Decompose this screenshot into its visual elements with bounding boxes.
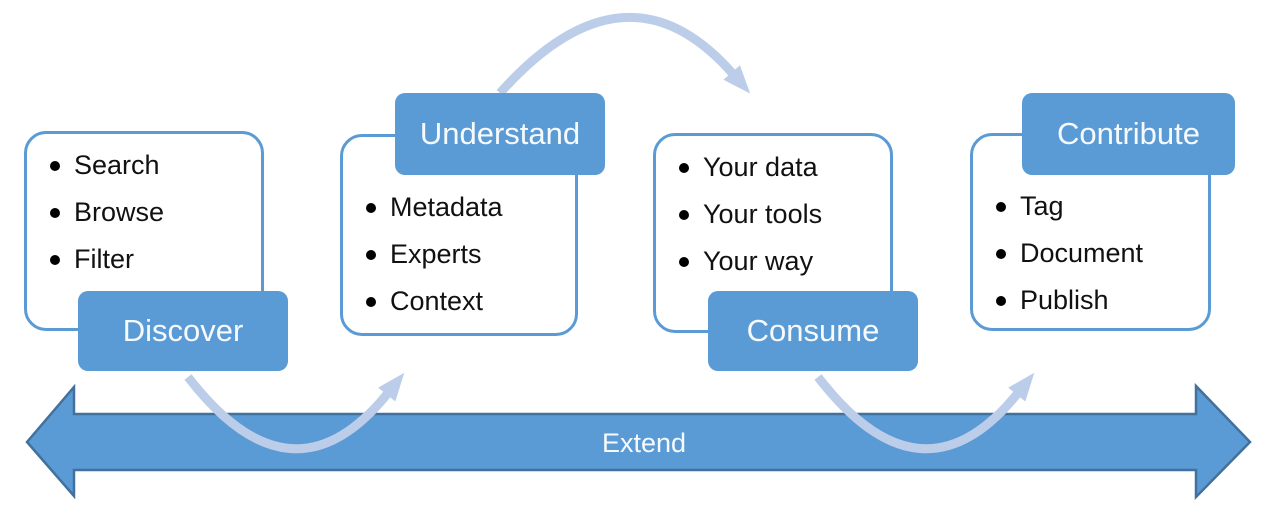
bullet-label: Experts: [390, 239, 482, 269]
bullet-item: Document: [996, 230, 1208, 277]
bullet-dot: [679, 162, 689, 173]
bullet-label: Browse: [74, 197, 165, 227]
bullet-dot: [679, 209, 689, 220]
understand-bullet-list: Metadata Experts Context: [343, 137, 575, 325]
bullet-dot: [996, 201, 1006, 212]
bullet-dot: [996, 295, 1006, 306]
bullet-dot: [50, 207, 60, 218]
extend-label: Extend: [602, 428, 686, 458]
flow-arc-consume-to-contribute: [814, 372, 1035, 454]
bullet-dot: [366, 249, 376, 260]
bullet-item: Metadata: [366, 184, 575, 231]
flow-arc-understand-to-consume: [496, 13, 751, 96]
bullet-item: Experts: [366, 231, 575, 278]
bullet-dot: [366, 296, 376, 307]
bullet-item: Browse: [50, 189, 261, 236]
bullet-item: Your way: [679, 238, 890, 285]
bullet-item: Your data: [679, 144, 890, 191]
bullet-dot: [366, 202, 376, 213]
bullet-label: Tag: [1020, 191, 1064, 221]
bullet-label: Your data: [703, 152, 818, 182]
bullet-dot: [50, 254, 60, 265]
bullet-label: Document: [1020, 238, 1144, 268]
bullet-item: Tag: [996, 183, 1208, 230]
bullet-label: Metadata: [390, 192, 503, 222]
stage-label-contribute: Contribute: [1022, 93, 1235, 175]
bullet-item: Filter: [50, 236, 261, 283]
contribute-bullet-list: Tag Document Publish: [973, 136, 1208, 324]
bullet-item: Your tools: [679, 191, 890, 238]
bullet-label: Context: [390, 286, 484, 316]
stage-label-understand: Understand: [395, 93, 605, 175]
discover-bullet-list: Search Browse Filter: [27, 134, 261, 283]
bullet-item: Context: [366, 278, 575, 325]
bullet-item: Search: [50, 142, 261, 189]
bullet-dot: [50, 160, 60, 171]
bullet-item: Publish: [996, 277, 1208, 324]
extend-arrow: [25, 382, 1252, 501]
bullet-label: Publish: [1020, 285, 1109, 315]
bullet-label: Your tools: [703, 199, 823, 229]
bullet-label: Filter: [74, 244, 134, 274]
bullet-label: Search: [74, 150, 160, 180]
bullet-label: Your way: [703, 246, 814, 276]
stage-label-discover: Discover: [78, 291, 288, 371]
stage-label-consume: Consume: [708, 291, 918, 371]
bullet-dot: [679, 256, 689, 267]
bullet-dot: [996, 248, 1006, 259]
consume-bullet-list: Your data Your tools Your way: [656, 136, 890, 285]
flow-arc-discover-to-understand: [184, 372, 405, 454]
